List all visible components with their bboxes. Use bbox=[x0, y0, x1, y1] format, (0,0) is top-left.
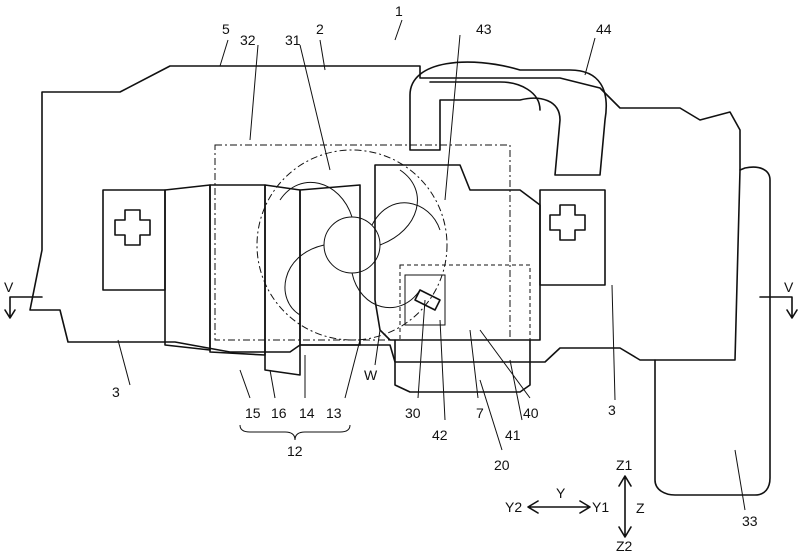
label-3-right: 3 bbox=[608, 402, 616, 418]
housing-block-4 bbox=[299, 184, 361, 346]
label-5: 5 bbox=[222, 21, 230, 37]
label-43: 43 bbox=[476, 21, 492, 37]
engine-body-outline bbox=[29, 65, 741, 363]
section-label-left: V bbox=[4, 279, 14, 295]
fan-blade-2 bbox=[379, 169, 418, 246]
section-arrow-left bbox=[4, 296, 43, 319]
label-13: 13 bbox=[326, 405, 342, 421]
intake-pipe bbox=[409, 61, 607, 176]
label-2: 2 bbox=[316, 21, 324, 37]
axis-y: Y bbox=[556, 485, 566, 501]
label-42: 42 bbox=[432, 427, 448, 443]
axis-z: Z bbox=[636, 500, 645, 516]
label-16: 16 bbox=[271, 405, 287, 421]
y-axis-arrow bbox=[527, 500, 591, 514]
axis-z1: Z1 bbox=[616, 457, 633, 473]
intake-pipe-inner bbox=[429, 81, 541, 111]
fan-circle bbox=[256, 149, 448, 341]
left-bracket-cross bbox=[114, 209, 151, 246]
brace-12 bbox=[239, 424, 351, 441]
axis-y1: Y1 bbox=[592, 499, 609, 515]
label-20: 20 bbox=[494, 457, 510, 473]
axis-z2: Z2 bbox=[616, 538, 633, 553]
central-block bbox=[374, 164, 541, 341]
label-12: 12 bbox=[287, 443, 303, 459]
part-30 bbox=[404, 274, 446, 326]
label-W: W bbox=[364, 367, 378, 383]
label-1: 1 bbox=[395, 3, 403, 19]
right-bracket-cross bbox=[549, 204, 586, 241]
section-arrow-right bbox=[759, 296, 798, 319]
fan-blade-3 bbox=[351, 272, 421, 308]
z-axis-arrow bbox=[618, 475, 632, 538]
section-label-right: V bbox=[784, 279, 794, 295]
housing-block bbox=[164, 184, 211, 351]
label-3-left: 3 bbox=[112, 384, 120, 400]
label-32: 32 bbox=[240, 32, 256, 48]
housing-block-3 bbox=[264, 184, 301, 376]
label-41: 41 bbox=[505, 427, 521, 443]
label-15: 15 bbox=[245, 405, 261, 421]
fan-blade-5 bbox=[371, 202, 441, 231]
dashed-box-41 bbox=[399, 264, 531, 341]
fan-blade-4 bbox=[284, 244, 325, 316]
label-7: 7 bbox=[476, 405, 484, 421]
axis-y2: Y2 bbox=[505, 499, 522, 515]
dashed-outline-32 bbox=[214, 144, 511, 341]
label-44: 44 bbox=[596, 21, 612, 37]
block-33 bbox=[654, 166, 771, 496]
label-31: 31 bbox=[285, 32, 301, 48]
label-30: 30 bbox=[405, 405, 421, 421]
oil-pan bbox=[394, 339, 531, 393]
part-42 bbox=[414, 289, 441, 311]
leader-lines bbox=[117, 19, 746, 511]
label-40: 40 bbox=[523, 405, 539, 421]
right-bracket bbox=[539, 189, 606, 286]
label-14: 14 bbox=[299, 405, 315, 421]
label-33: 33 bbox=[742, 513, 758, 529]
left-bracket bbox=[102, 189, 166, 291]
fan-hub bbox=[323, 216, 381, 274]
housing-block-2 bbox=[209, 184, 266, 356]
fan-blade-1 bbox=[279, 182, 353, 218]
